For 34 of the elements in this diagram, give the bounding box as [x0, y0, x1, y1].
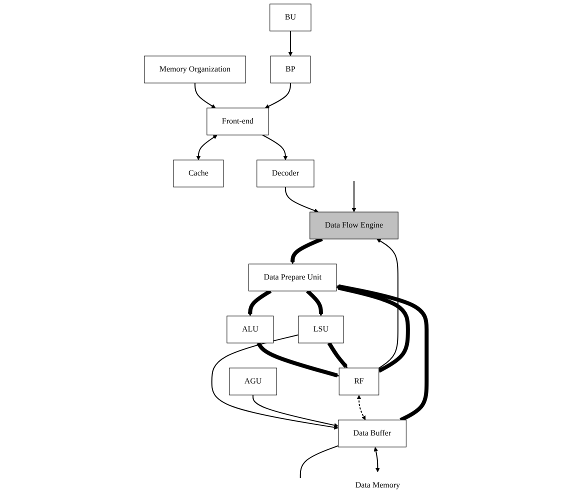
arrow [264, 82, 291, 108]
node-text: Data Memory [355, 481, 400, 490]
arrow [288, 30, 293, 56]
node-box: AGU [229, 368, 277, 396]
arrow [290, 237, 323, 264]
arrow [211, 334, 338, 430]
node-box: ALU [226, 316, 274, 344]
node-box: Memory Organization [144, 56, 246, 84]
node-box: Decoder [256, 160, 314, 188]
node-box: RF [338, 368, 380, 396]
node-box: Data Prepare Unit [248, 264, 337, 292]
connector [300, 445, 339, 478]
arrow [336, 284, 429, 422]
node-box: Cache [173, 160, 224, 188]
node-box: Front-end [206, 108, 269, 136]
arrow [196, 134, 218, 160]
arrow [256, 342, 340, 378]
node-box: Data Buffer [338, 420, 406, 448]
node-box: BP [270, 56, 311, 84]
arrow [194, 82, 216, 108]
node-box: BU [270, 4, 312, 32]
arrow [248, 289, 272, 316]
arrow [306, 290, 324, 316]
arrow [262, 134, 288, 160]
arrow [252, 394, 338, 428]
arrow [356, 395, 366, 420]
arrow [284, 186, 319, 213]
arrow [352, 180, 356, 212]
arrow [327, 342, 348, 368]
node-box: LSU [298, 316, 344, 344]
arrow [374, 447, 380, 472]
arrow [376, 238, 398, 369]
node-box: Data Flow Engine [310, 212, 398, 240]
arrow [336, 286, 410, 373]
